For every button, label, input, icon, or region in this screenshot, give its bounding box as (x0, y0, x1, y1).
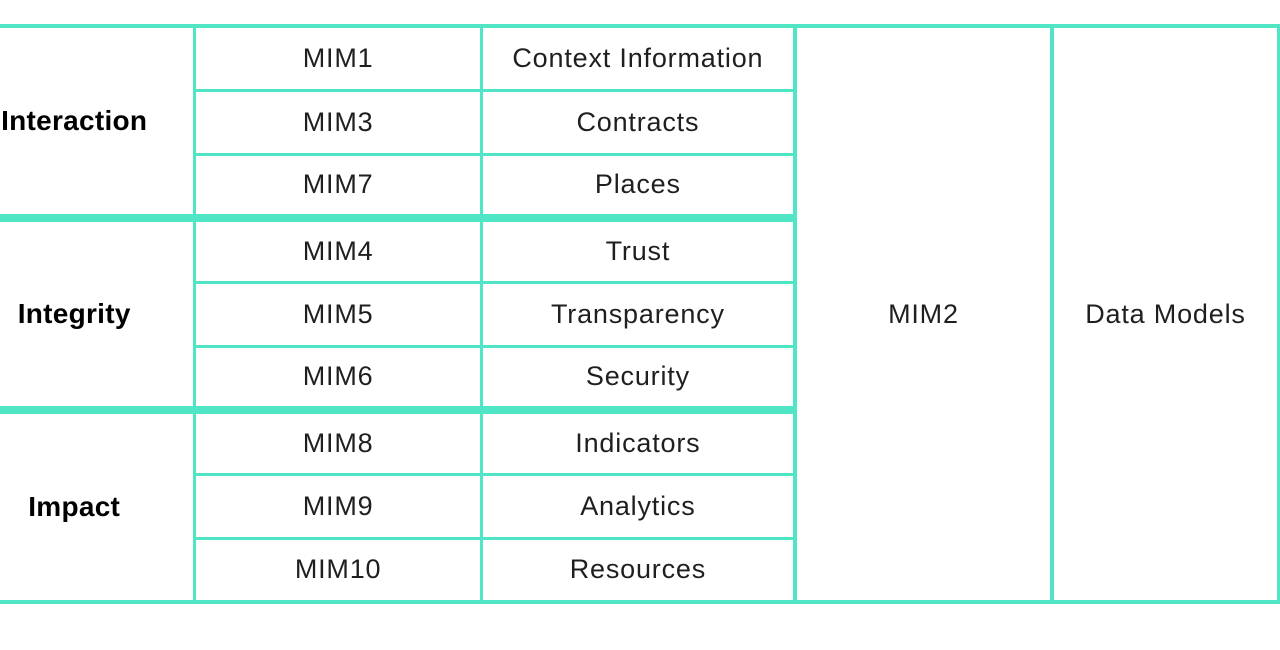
keyword-cell: Context Information (479, 24, 797, 92)
mim-cell: MIM10 (193, 536, 483, 604)
keyword-cell: Resources (479, 536, 797, 604)
table-row: MIM3 Contracts (0, 88, 1279, 156)
mim-cell: MIM6 (193, 344, 483, 412)
mim-cell: MIM5 (193, 280, 483, 348)
table-row: MIM6 Security (0, 344, 1279, 412)
mim-cell: MIM4 (193, 214, 483, 284)
keyword-cell: Analytics (479, 472, 797, 540)
mim-cell: MIM7 (193, 152, 483, 220)
keyword-cell: Indicators (479, 406, 797, 476)
keyword-cell: Transparency (479, 280, 797, 348)
category-cell-impact: Impact (0, 406, 197, 604)
data-models-merged-cell: Data Models (1049, 24, 1280, 604)
mims-table-wrapper: Interaction MIM1 Context Information MIM… (0, 24, 1280, 604)
table-row: MIM10 Resources (0, 536, 1279, 604)
mim-cell: MIM3 (193, 88, 483, 156)
table-row: MIM7 Places (0, 152, 1279, 220)
table-row: Integrity MIM4 Trust (0, 214, 1279, 412)
category-cell-interaction: Interaction (0, 24, 197, 220)
keyword-cell: Security (479, 344, 797, 412)
keyword-cell: Trust (479, 214, 797, 284)
mims-table: Interaction MIM1 Context Information MIM… (0, 24, 1280, 604)
table-row: MIM5 Transparency (0, 280, 1279, 348)
mim-cell: MIM9 (193, 472, 483, 540)
keyword-cell: Contracts (479, 88, 797, 156)
category-cell-integrity: Integrity (0, 214, 197, 412)
mim-cell: MIM1 (193, 24, 483, 92)
table-row: Impact MIM8 Indicators (0, 406, 1279, 604)
table-row: Interaction MIM1 Context Information MIM… (0, 24, 1280, 604)
mim2-merged-cell: MIM2 (792, 24, 1054, 604)
mim-cell: MIM8 (193, 406, 483, 476)
keyword-cell: Places (479, 152, 797, 220)
table-row: MIM9 Analytics (0, 472, 1279, 540)
